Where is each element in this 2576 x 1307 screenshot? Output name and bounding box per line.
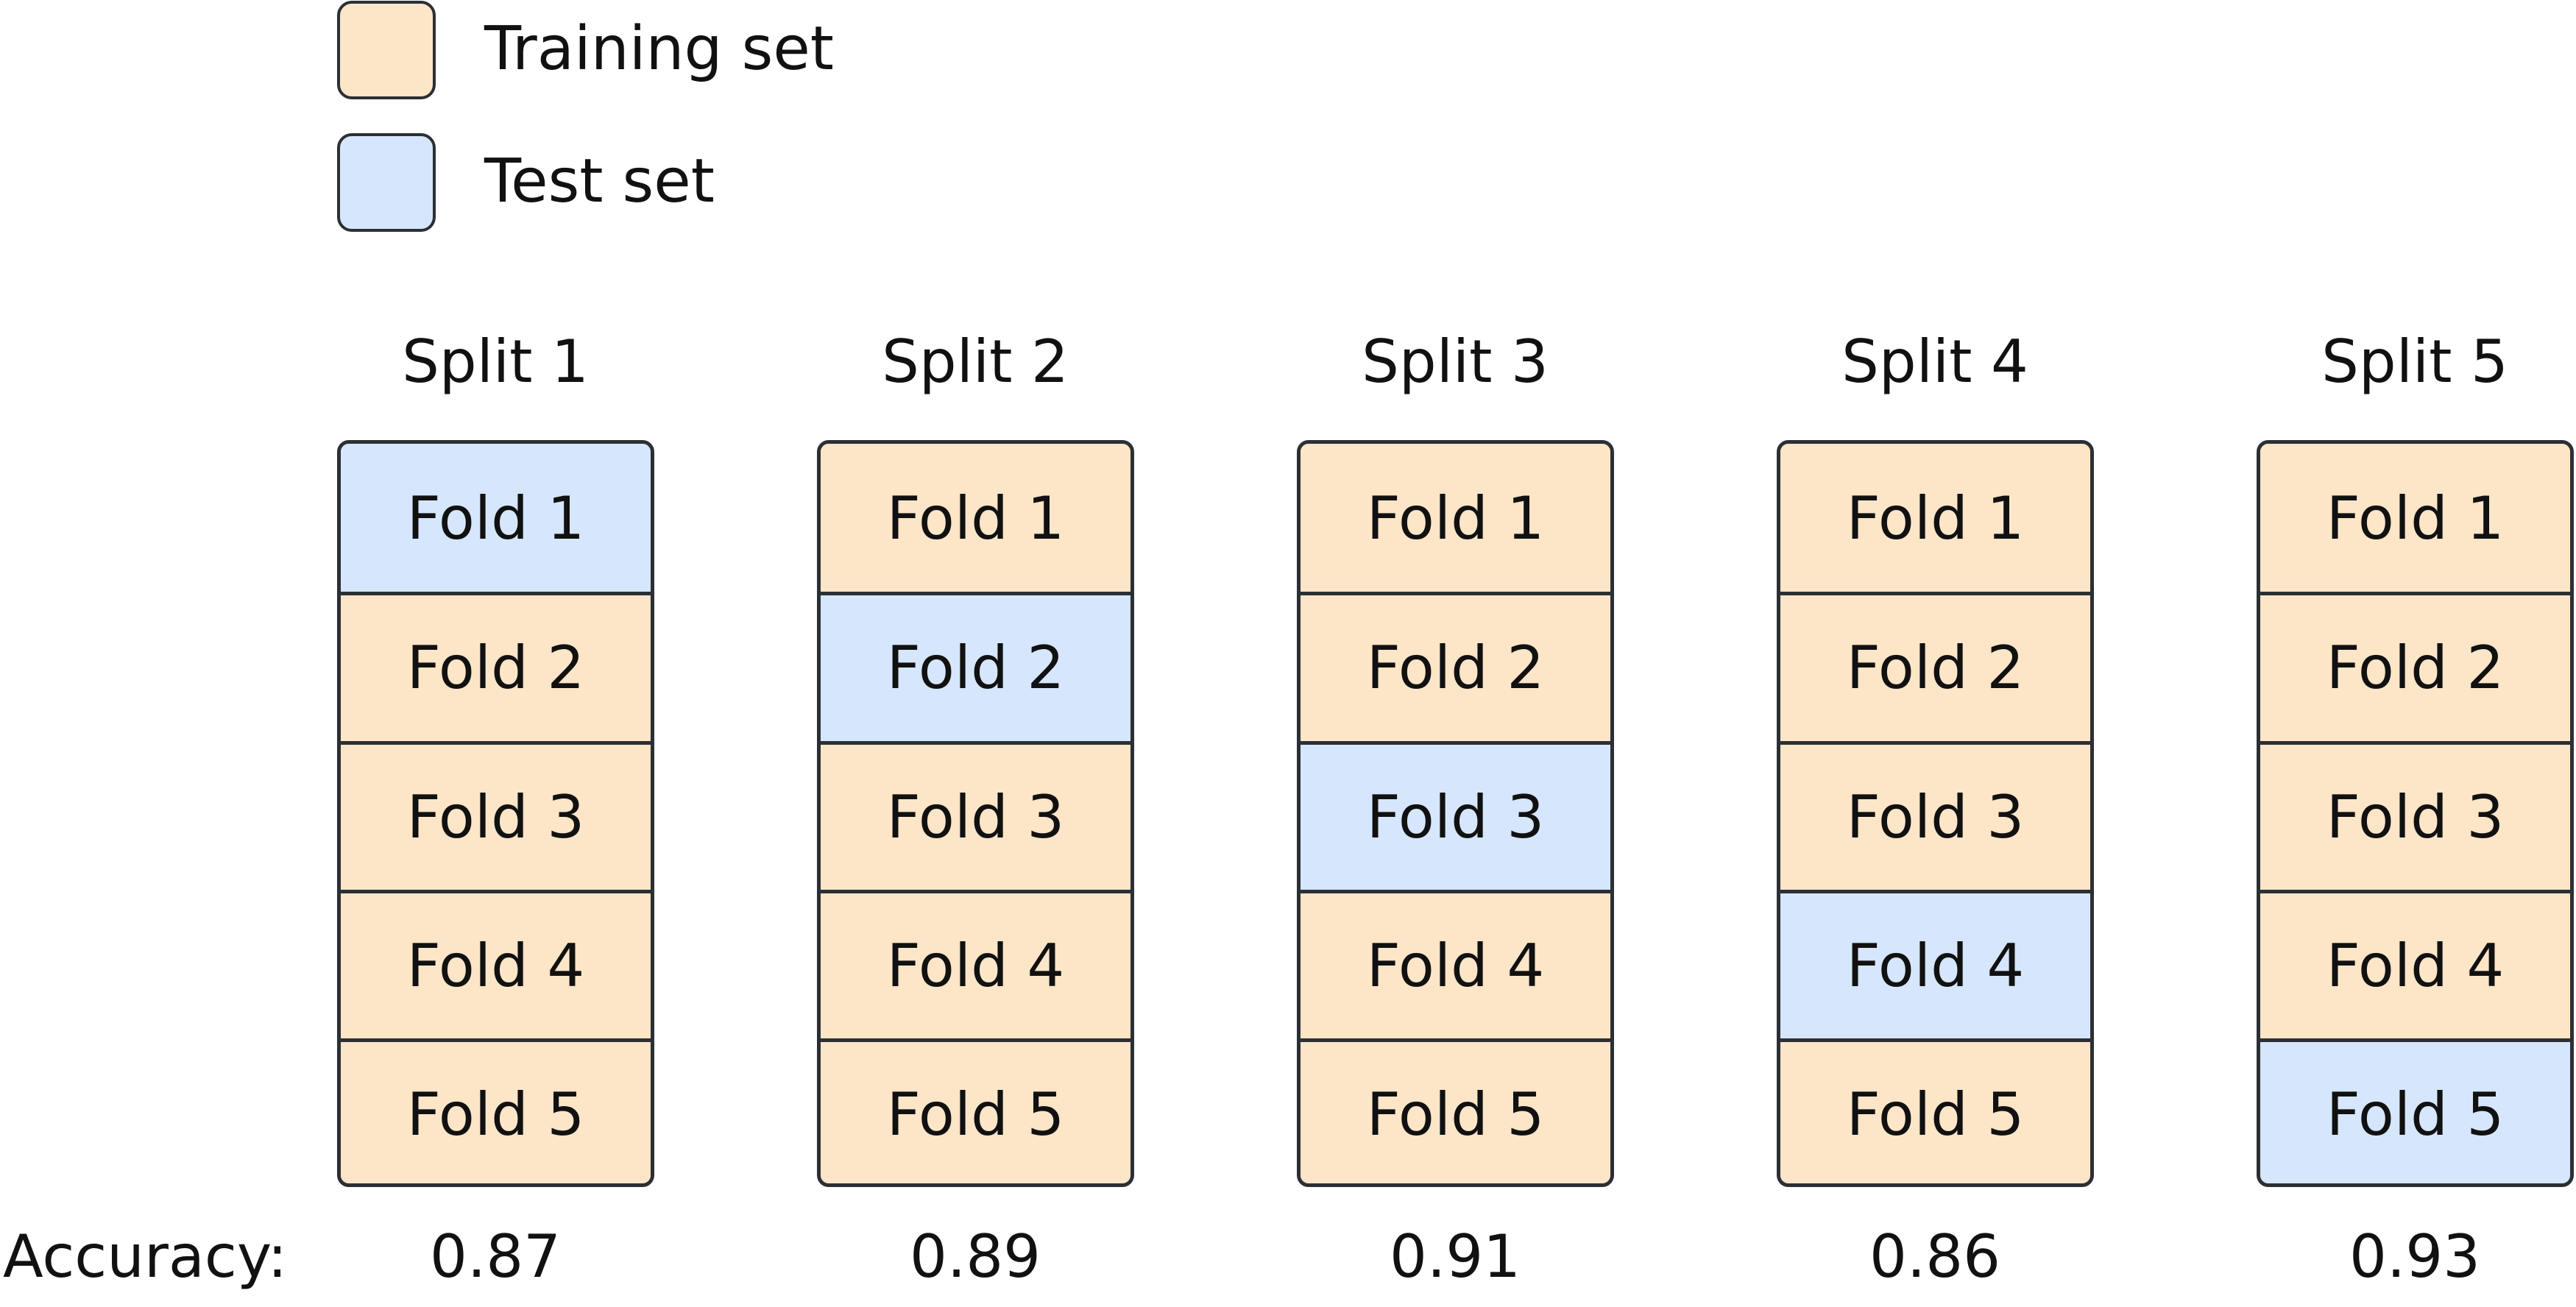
fold-cell: Fold 4	[821, 890, 1130, 1039]
fold-cell: Fold 5	[1301, 1038, 1610, 1183]
accuracy-value-3: 0.91	[1389, 1222, 1521, 1291]
split-title-2: Split 2	[882, 327, 1069, 396]
fold-cell: Fold 3	[821, 741, 1130, 890]
fold-cell: Fold 1	[1780, 444, 2090, 593]
split-title-5: Split 5	[2321, 327, 2508, 396]
split-title-3: Split 3	[1362, 327, 1549, 396]
accuracy-value-5: 0.93	[2349, 1222, 2481, 1291]
fold-cell: Fold 5	[1780, 1038, 2090, 1183]
fold-cell: Fold 5	[2260, 1038, 2570, 1183]
fold-cell: Fold 1	[1301, 444, 1610, 593]
fold-cell: Fold 2	[341, 592, 651, 741]
fold-cell: Fold 2	[1301, 592, 1610, 741]
split-stack-4: Fold 1 Fold 2 Fold 3 Fold 4 Fold 5	[1777, 440, 2094, 1187]
split-stack-2: Fold 1 Fold 2 Fold 3 Fold 4 Fold 5	[817, 440, 1134, 1187]
fold-cell: Fold 3	[2260, 741, 2570, 890]
accuracy-label: Accuracy:	[3, 1222, 288, 1291]
fold-cell: Fold 1	[2260, 444, 2570, 593]
split-title-1: Split 1	[402, 327, 589, 396]
split-stack-5: Fold 1 Fold 2 Fold 3 Fold 4 Fold 5	[2257, 440, 2574, 1187]
fold-cell: Fold 4	[2260, 890, 2570, 1039]
fold-cell: Fold 4	[1780, 890, 2090, 1039]
legend-label-test: Test set	[484, 146, 715, 216]
fold-cell: Fold 2	[821, 592, 1130, 741]
accuracy-value-1: 0.87	[429, 1222, 562, 1291]
fold-cell: Fold 1	[821, 444, 1130, 593]
fold-cell: Fold 5	[341, 1038, 651, 1183]
legend-swatch-test	[337, 133, 436, 232]
legend-label-training: Training set	[484, 14, 834, 84]
fold-cell: Fold 2	[1780, 592, 2090, 741]
accuracy-value-2: 0.89	[909, 1222, 1041, 1291]
split-title-4: Split 4	[1841, 327, 2028, 396]
fold-cell: Fold 4	[341, 890, 651, 1039]
fold-cell: Fold 3	[341, 741, 651, 890]
fold-cell: Fold 3	[1301, 741, 1610, 890]
accuracy-value-4: 0.86	[1869, 1222, 2001, 1291]
split-stack-3: Fold 1 Fold 2 Fold 3 Fold 4 Fold 5	[1297, 440, 1614, 1187]
fold-cell: Fold 2	[2260, 592, 2570, 741]
fold-cell: Fold 4	[1301, 890, 1610, 1039]
fold-cell: Fold 5	[821, 1038, 1130, 1183]
legend-swatch-training	[337, 1, 436, 99]
split-stack-1: Fold 1 Fold 2 Fold 3 Fold 4 Fold 5	[337, 440, 654, 1187]
fold-cell: Fold 3	[1780, 741, 2090, 890]
fold-cell: Fold 1	[341, 444, 651, 593]
